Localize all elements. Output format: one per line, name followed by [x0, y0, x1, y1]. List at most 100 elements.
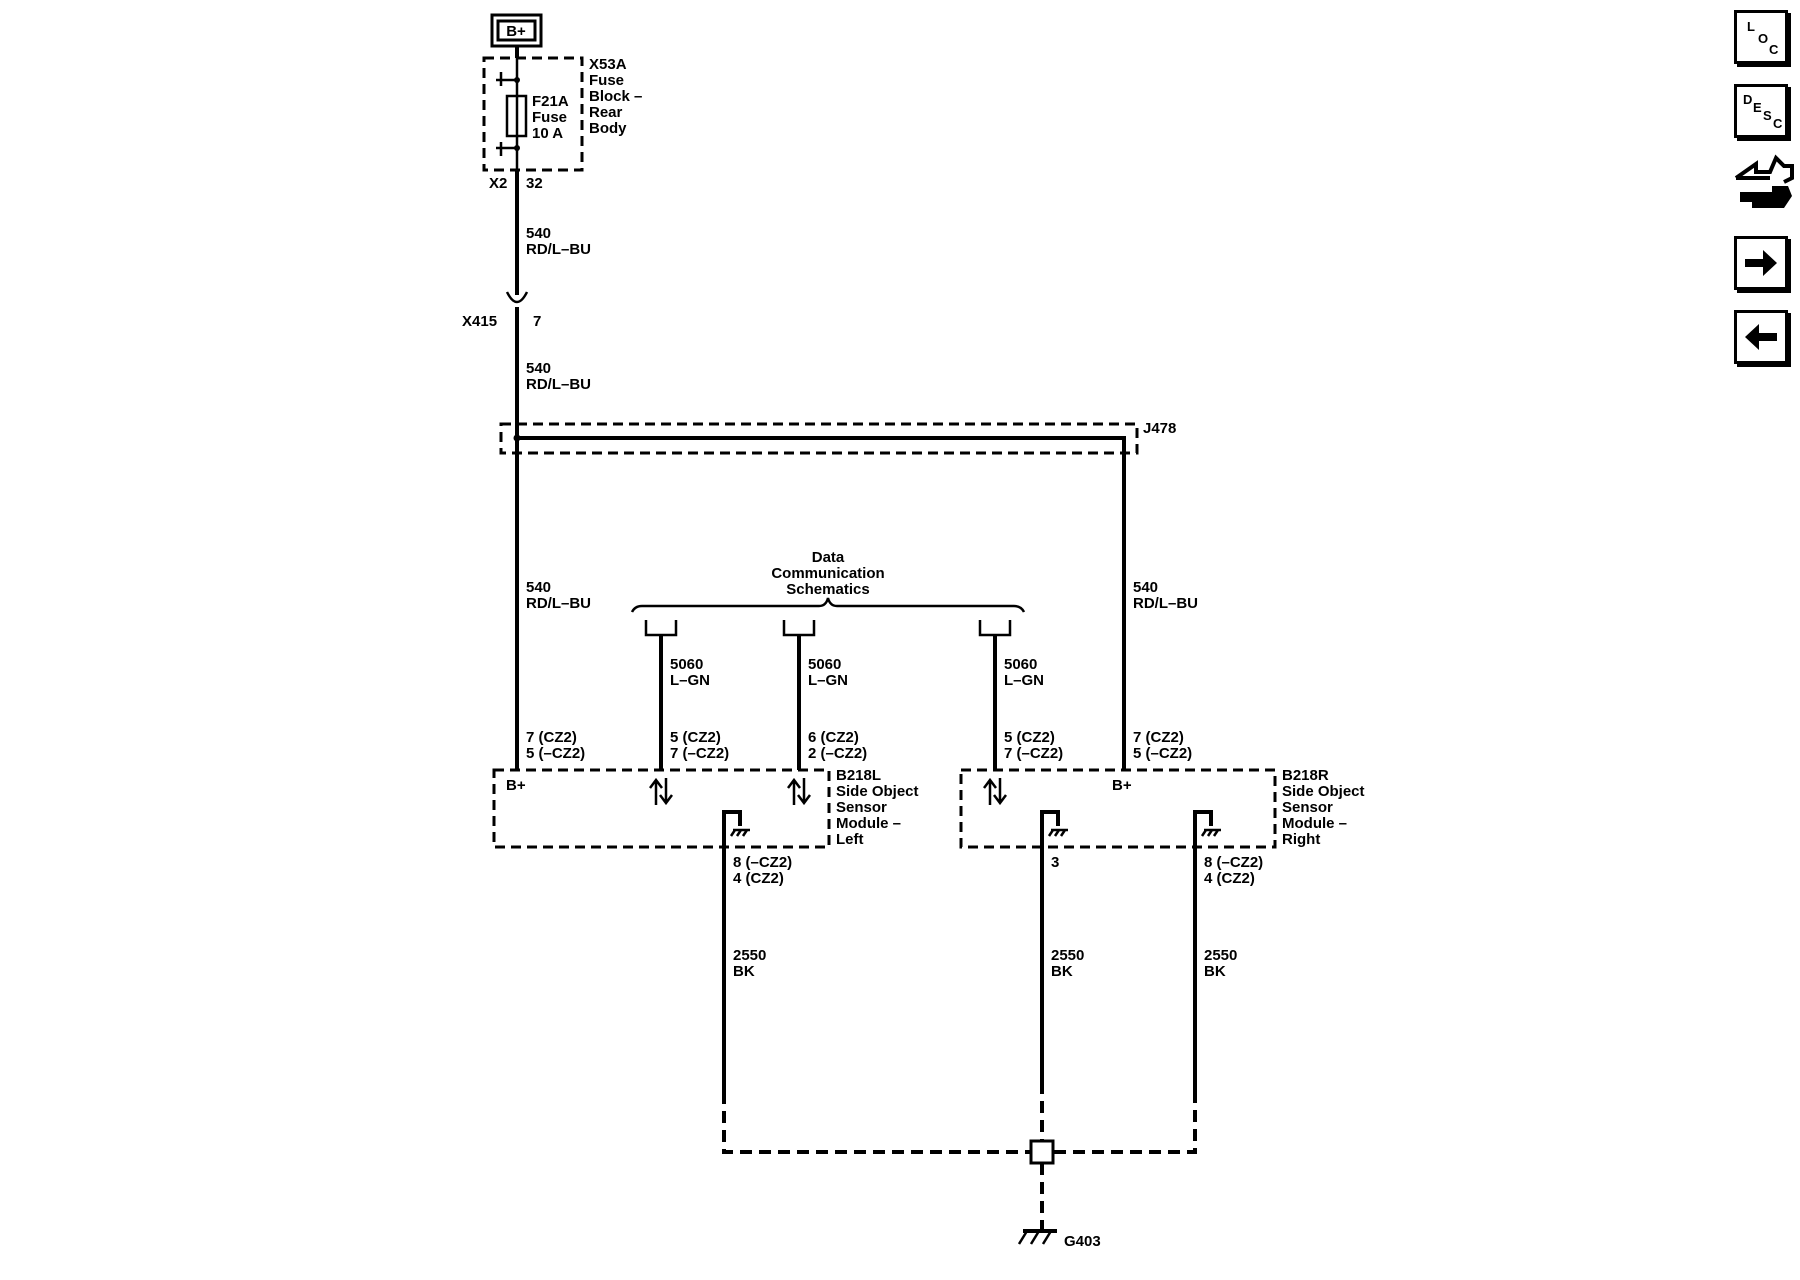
data-wire-2: 5060 L–GN — [782, 620, 848, 770]
wire-2550-color-left: BK — [733, 963, 755, 980]
right-bplus-label: B+ — [1112, 777, 1132, 794]
wire-5060-circuit-2: 5060 — [808, 656, 841, 673]
wire-540-circuit-1: 540 — [526, 225, 551, 242]
battery-source: B+ — [490, 13, 543, 48]
source-label: B+ — [506, 23, 526, 40]
wire-540-circuit-2: 540 — [526, 360, 551, 377]
left-data-pin-2b: 2 (–CZ2) — [808, 745, 867, 762]
right-ground-pin-a: 3 — [1051, 854, 1059, 871]
bidirectional-arrow-icon — [649, 777, 673, 806]
left-data-pin-2a: 6 (CZ2) — [808, 729, 859, 746]
right-data-pin-a: 5 (CZ2) — [1004, 729, 1055, 746]
wire-540-circuit-left: 540 — [526, 579, 551, 596]
right-module-name-2: Sensor — [1282, 799, 1333, 816]
fuse-block-name-2: Block – — [589, 88, 642, 105]
wire-540-circuit-right: 540 — [1133, 579, 1158, 596]
connector-end-view-icon — [1734, 154, 1794, 208]
location-button[interactable]: L O C — [1734, 10, 1788, 64]
left-module-name-1: Side Object — [836, 783, 919, 800]
chassis-ground-icon: G403 — [1017, 1229, 1101, 1250]
left-data-pin-1b: 7 (–CZ2) — [670, 745, 729, 762]
description-button[interactable]: D E S C — [1734, 84, 1788, 138]
left-module-name-2: Sensor — [836, 799, 887, 816]
desc-letter-e: E — [1753, 100, 1762, 115]
wire-540-color-1: RD/L–BU — [526, 241, 591, 258]
wire-2550-circuit-right: 2550 — [1204, 947, 1237, 964]
left-data-pin-1a: 5 (CZ2) — [670, 729, 721, 746]
right-ground-pin-b2: 4 (CZ2) — [1204, 870, 1255, 887]
data-wire-3: 5060 L–GN — [978, 620, 1044, 770]
fuse-rating: 10 A — [532, 125, 563, 142]
right-module-name-3: Module – — [1282, 815, 1347, 832]
module-right: B+ B218R Side Object Sensor Module – Rig… — [959, 767, 1365, 849]
data-comm-line-3: Schematics — [786, 581, 869, 598]
wire-2550-circuit-mid: 2550 — [1051, 947, 1084, 964]
arrow-right-icon — [1745, 250, 1777, 276]
inline-connector-ref: X415 — [462, 313, 497, 330]
ground-symbol-icon — [1040, 810, 1068, 847]
ground-ref: G403 — [1064, 1233, 1101, 1250]
wire-2550-color-right: BK — [1204, 963, 1226, 980]
module-left: B+ B218L Side Object Sensor Module – Lef… — [492, 767, 919, 849]
ground-wire-right-b: 8 (–CZ2) 4 (CZ2) 2550 BK — [1193, 847, 1263, 1092]
splice-ref: J478 — [1143, 420, 1176, 437]
right-ground-pin-b1: 8 (–CZ2) — [1204, 854, 1263, 871]
wire-5060-color-1: L–GN — [670, 672, 710, 689]
data-comm-line-2: Communication — [771, 565, 884, 582]
ground-bus — [722, 1082, 1197, 1230]
desc-letter-d: D — [1743, 92, 1753, 107]
wire-540-feed: 540 RD/L–BU X415 7 540 RD/L–BU — [462, 170, 591, 438]
left-bplus-pin-2: 5 (–CZ2) — [526, 745, 585, 762]
fuse-connector: X2 — [489, 175, 507, 192]
wire-540-color-right: RD/L–BU — [1133, 595, 1198, 612]
wire-2550-circuit-left: 2550 — [733, 947, 766, 964]
fuse-ref: F21A — [532, 93, 569, 110]
fuse-block-ref: X53A — [589, 56, 627, 73]
bidirectional-arrow-icon — [983, 777, 1007, 806]
left-ground-pin-1: 8 (–CZ2) — [733, 854, 792, 871]
next-page-button[interactable] — [1734, 236, 1788, 290]
previous-page-button[interactable] — [1734, 310, 1788, 364]
data-comm-brace: Data Communication Schematics — [630, 549, 1026, 613]
inline-connector-symbol — [505, 291, 529, 304]
wire-5060-color-3: L–GN — [1004, 672, 1044, 689]
fuse-pin: 32 — [526, 175, 543, 192]
data-wire-1: 5060 L–GN — [644, 620, 710, 770]
arrow-left-icon — [1745, 324, 1777, 350]
left-module-name-4: Left — [836, 831, 864, 848]
wire-2550-color-mid: BK — [1051, 963, 1073, 980]
data-comm-line-1: Data — [812, 549, 845, 566]
fuse-block-name-4: Body — [589, 120, 627, 137]
wire-5060-circuit-3: 5060 — [1004, 656, 1037, 673]
desc-letter-c: C — [1773, 116, 1783, 131]
left-bplus-pin-1: 7 (CZ2) — [526, 729, 577, 746]
right-module-name-1: Side Object — [1282, 783, 1365, 800]
loc-letter-l: L — [1747, 19, 1755, 34]
ground-symbol-icon — [1193, 810, 1221, 847]
loc-letter-c: C — [1769, 42, 1779, 57]
inline-connector-pin: 7 — [533, 313, 541, 330]
right-bplus-pin-2: 5 (–CZ2) — [1133, 745, 1192, 762]
wire-5060-circuit-1: 5060 — [670, 656, 703, 673]
loc-letter-o: O — [1758, 31, 1769, 46]
left-module-ref: B218L — [836, 767, 881, 784]
connector-view-button[interactable] — [1732, 152, 1796, 218]
wire-540-color-2: RD/L–BU — [526, 376, 591, 393]
left-bplus-label: B+ — [506, 777, 526, 794]
right-bplus-pin-1: 7 (CZ2) — [1133, 729, 1184, 746]
ground-symbol-icon — [722, 810, 750, 847]
fuse-block-name-1: Fuse — [589, 72, 624, 89]
left-ground-pin-2: 4 (CZ2) — [733, 870, 784, 887]
right-module-name-4: Right — [1282, 831, 1320, 848]
fuse-word: Fuse — [532, 109, 567, 126]
right-module-ref: B218R — [1282, 767, 1329, 784]
bidirectional-arrow-icon — [787, 777, 811, 806]
left-module-name-3: Module – — [836, 815, 901, 832]
ground-splice-box — [1029, 1139, 1055, 1165]
fuse-block: X53A Fuse Block – Rear Body F21A Fuse 10… — [482, 46, 642, 192]
wire-5060-color-2: L–GN — [808, 672, 848, 689]
ground-wire-right-a: 3 2550 BK — [1040, 847, 1084, 1082]
desc-letter-s: S — [1763, 108, 1772, 123]
right-data-pin-b: 7 (–CZ2) — [1004, 745, 1063, 762]
